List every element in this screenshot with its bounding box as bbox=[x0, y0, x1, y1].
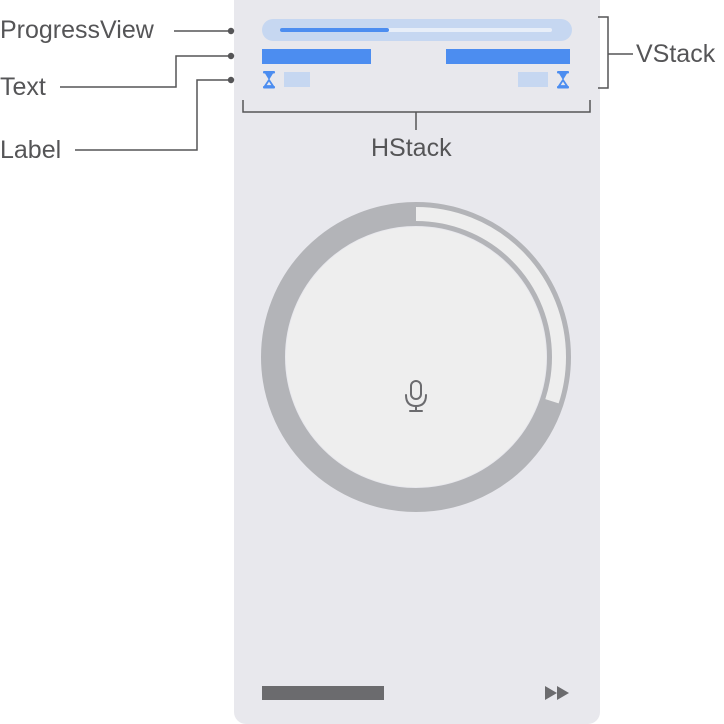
callout-text: Text bbox=[0, 73, 46, 101]
vstack-bracket bbox=[598, 16, 633, 89]
microphone-icon bbox=[405, 380, 427, 412]
progress-view bbox=[262, 19, 572, 41]
fast-forward-icon[interactable] bbox=[545, 686, 569, 700]
bottom-text-placeholder bbox=[262, 686, 384, 700]
callout-vstack: VStack bbox=[636, 40, 716, 68]
text-placeholder-right bbox=[446, 49, 570, 64]
timer-ring-progress bbox=[266, 207, 566, 507]
label-placeholder-left bbox=[284, 72, 310, 87]
hourglass-icon bbox=[557, 71, 569, 89]
callout-label: Label bbox=[0, 136, 62, 164]
label-placeholder-right bbox=[518, 72, 548, 87]
callout-dots bbox=[227, 27, 235, 84]
timer-circle bbox=[286, 227, 546, 487]
callout-progressview: ProgressView bbox=[0, 16, 154, 44]
progress-track-inner bbox=[280, 28, 552, 32]
callout-connectors bbox=[60, 30, 231, 151]
callout-hstack: HStack bbox=[371, 134, 452, 162]
progress-fill bbox=[280, 28, 389, 32]
hourglass-icon bbox=[263, 71, 275, 89]
hstack-bracket bbox=[242, 100, 591, 130]
text-placeholder-left bbox=[262, 49, 371, 64]
